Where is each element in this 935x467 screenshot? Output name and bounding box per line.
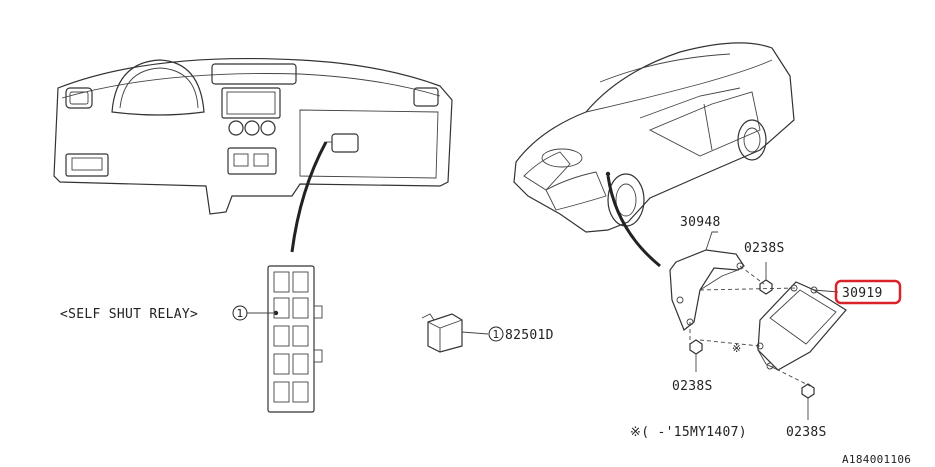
callout-number-1a: 1	[237, 307, 244, 320]
part-30919-label[interactable]: 30919	[842, 286, 883, 301]
note-text: ※( -'15MY1407)	[630, 425, 747, 440]
nut-0238s-top	[759, 262, 773, 295]
part-0238s-bottom-label: 0238S	[786, 425, 827, 440]
part-30948-label: 30948	[680, 215, 721, 230]
relay-82501d	[421, 313, 489, 353]
car-illustration	[513, 42, 795, 233]
note-marker: ※	[732, 342, 742, 355]
car-leader-line	[606, 175, 661, 268]
callout-number-1b: 1	[493, 328, 500, 341]
figure-id: A184001106	[842, 453, 911, 466]
nut-0238s-left	[689, 339, 703, 372]
part-82501d-label: 82501D	[505, 328, 554, 343]
dash-leader-line	[290, 141, 328, 253]
highlight-box-30919[interactable]	[834, 279, 902, 305]
self-shut-relay-label: <SELF SHUT RELAY>	[60, 307, 198, 322]
dashboard-illustration	[53, 57, 453, 215]
bracket-ecu-assembly	[669, 231, 847, 387]
part-0238s-top-label: 0238S	[744, 241, 785, 256]
part-0238s-left-label: 0238S	[672, 379, 713, 394]
relay-block	[267, 265, 323, 413]
nut-0238s-bottom	[801, 383, 815, 420]
callout-circle-1b	[488, 326, 504, 342]
